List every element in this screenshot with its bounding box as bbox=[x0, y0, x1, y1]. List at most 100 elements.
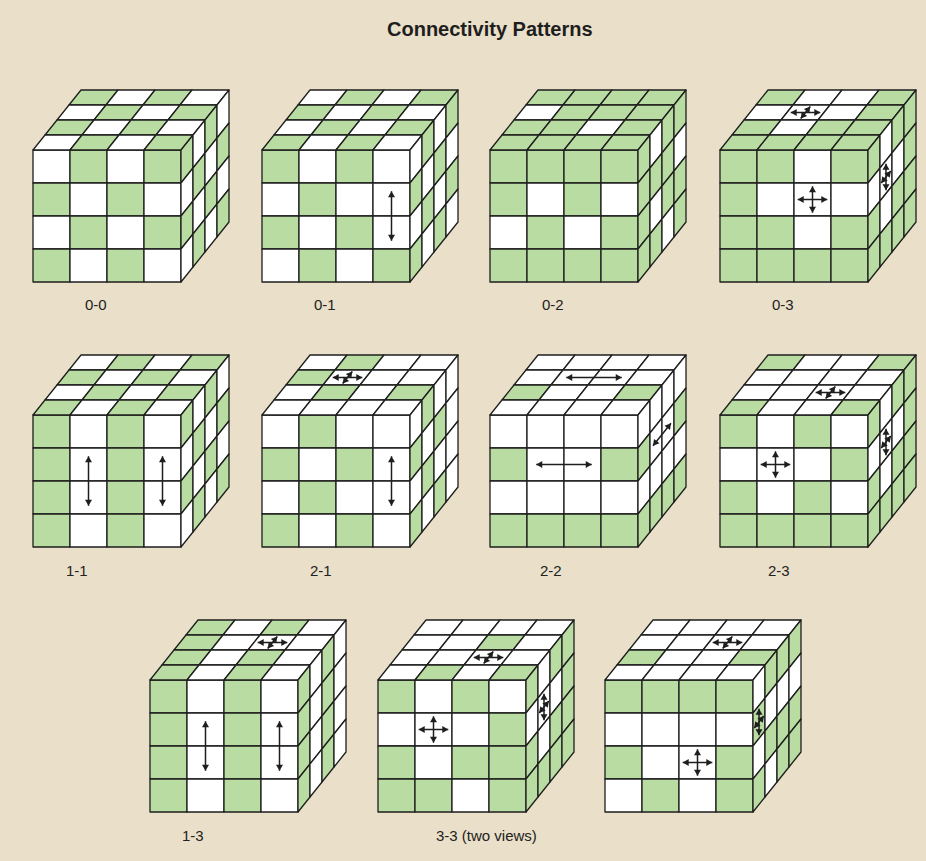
pattern-label: 0-1 bbox=[314, 296, 336, 313]
cube-cell bbox=[757, 481, 794, 514]
cube-cell bbox=[794, 481, 831, 514]
cube-cell bbox=[904, 189, 916, 237]
cube-cell bbox=[777, 734, 789, 782]
arrow-line bbox=[279, 721, 281, 771]
cube-cell bbox=[452, 713, 489, 746]
cube-cell bbox=[144, 183, 181, 216]
cube-cell bbox=[831, 249, 868, 282]
arrow-head bbox=[159, 456, 166, 462]
arrow-head bbox=[281, 639, 287, 646]
arrow-head bbox=[85, 500, 92, 506]
cube-cell bbox=[415, 746, 452, 779]
cube-cell bbox=[601, 150, 638, 183]
cube-cell bbox=[794, 415, 831, 448]
cube-cell bbox=[490, 415, 527, 448]
cube-cell bbox=[415, 713, 452, 746]
cube-cell bbox=[298, 764, 310, 812]
arrow-head bbox=[202, 765, 209, 771]
cube-cell bbox=[880, 484, 892, 532]
cube-cell bbox=[892, 204, 904, 252]
cube-cell bbox=[452, 680, 489, 713]
cube-cell bbox=[642, 713, 679, 746]
cube-cell bbox=[794, 448, 831, 481]
arrow-line bbox=[88, 456, 90, 506]
cube-cell bbox=[410, 499, 422, 547]
cube-cell bbox=[757, 150, 794, 183]
cube-cell bbox=[753, 764, 765, 812]
arrow-head bbox=[814, 109, 820, 116]
cube-cell bbox=[564, 514, 601, 547]
arrow-head bbox=[772, 451, 779, 457]
cube-cell bbox=[107, 183, 144, 216]
cube-cell bbox=[831, 481, 868, 514]
cube-cell bbox=[527, 481, 564, 514]
cube-cell bbox=[446, 454, 458, 502]
cube-cell bbox=[601, 481, 638, 514]
arrow-head bbox=[723, 642, 729, 649]
cube-cell bbox=[490, 249, 527, 282]
cube-cell bbox=[144, 150, 181, 183]
cube-cell bbox=[373, 150, 410, 183]
cube-cell bbox=[144, 216, 181, 249]
arrow-head bbox=[816, 389, 822, 396]
cube-cell bbox=[564, 183, 601, 216]
cube-cell bbox=[336, 514, 373, 547]
cube-cell bbox=[880, 219, 892, 267]
arrow-head bbox=[756, 709, 763, 715]
cube-cell bbox=[489, 680, 526, 713]
arrow-line bbox=[723, 637, 733, 649]
arrow-head bbox=[474, 654, 480, 661]
cube-cell bbox=[144, 415, 181, 448]
arrow-head bbox=[276, 765, 283, 771]
arrow-head bbox=[726, 637, 732, 644]
arrow-head bbox=[804, 107, 810, 114]
arrow-head bbox=[442, 726, 448, 733]
cube-cell bbox=[562, 719, 574, 767]
cube-cell bbox=[415, 680, 452, 713]
cube-cell bbox=[33, 481, 70, 514]
arrow-head bbox=[798, 196, 804, 203]
pattern-label: 0-0 bbox=[85, 296, 107, 313]
cube-cell bbox=[642, 746, 679, 779]
cube-cell bbox=[757, 514, 794, 547]
arrow-head bbox=[809, 207, 816, 213]
pattern-label: 1-3 bbox=[182, 827, 204, 844]
arrow-head bbox=[784, 461, 790, 468]
arrow-head bbox=[388, 500, 395, 506]
cube-cell bbox=[33, 183, 70, 216]
cube-cell bbox=[601, 249, 638, 282]
pattern-label: 2-3 bbox=[768, 562, 790, 579]
cube-cell bbox=[70, 216, 107, 249]
cube-cell bbox=[527, 249, 564, 282]
arrow-head bbox=[202, 721, 209, 727]
cube-cell bbox=[261, 779, 298, 812]
arrow-head bbox=[268, 642, 274, 649]
cube-cell bbox=[831, 150, 868, 183]
cube-cell bbox=[794, 183, 831, 216]
cube-cell bbox=[33, 150, 70, 183]
cube-cell bbox=[187, 680, 224, 713]
cube-cell bbox=[892, 469, 904, 517]
cube-cell bbox=[601, 448, 638, 481]
arrow-head bbox=[616, 374, 622, 381]
arrow-head bbox=[541, 694, 548, 700]
cube-cell bbox=[564, 481, 601, 514]
cube-cell bbox=[378, 746, 415, 779]
cube-cell bbox=[489, 713, 526, 746]
cube-cell bbox=[336, 481, 373, 514]
cube-cell bbox=[299, 216, 336, 249]
pattern-label: 2-2 bbox=[540, 562, 562, 579]
cube-cell bbox=[181, 499, 193, 547]
cube-cell bbox=[410, 234, 422, 282]
cube-cell bbox=[638, 234, 650, 282]
cube-cell bbox=[831, 216, 868, 249]
arrow-head bbox=[586, 461, 592, 468]
cube-cell bbox=[262, 183, 299, 216]
cube-cell bbox=[205, 469, 217, 517]
cube-cell bbox=[33, 415, 70, 448]
cube-cell bbox=[446, 189, 458, 237]
arrow-head bbox=[761, 461, 767, 468]
cube-cell bbox=[434, 204, 446, 252]
cube-cell bbox=[650, 484, 662, 532]
cube-cell bbox=[217, 189, 229, 237]
